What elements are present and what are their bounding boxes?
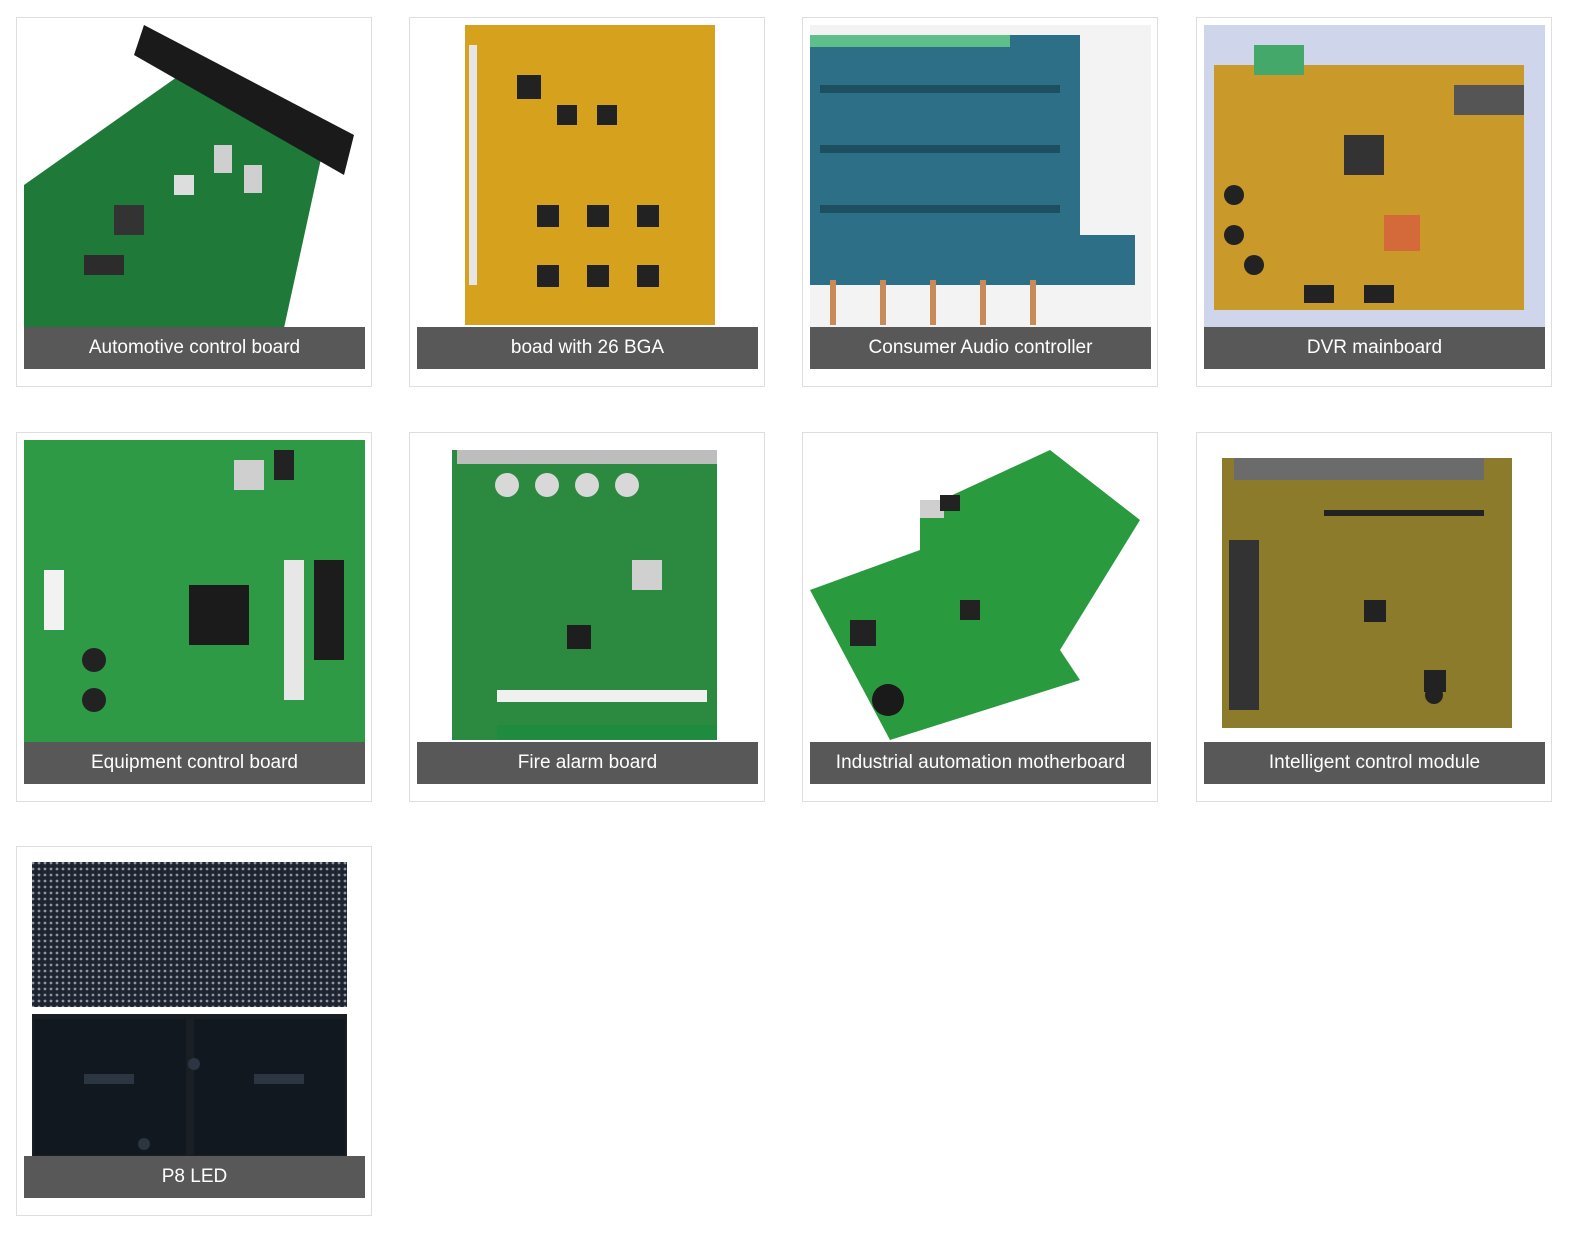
pcb-photo-icon [24, 25, 365, 328]
product-card[interactable]: boad with 26 BGA [409, 17, 765, 387]
product-caption[interactable]: boad with 26 BGA [417, 327, 758, 369]
product-photo[interactable] [810, 25, 1151, 328]
product-card[interactable]: Intelligent control module [1196, 432, 1552, 802]
pcb-photo-icon [417, 440, 758, 743]
pcb-photo-icon [810, 25, 1151, 328]
product-photo[interactable] [24, 440, 365, 743]
product-card[interactable]: Automotive control board [16, 17, 372, 387]
product-caption[interactable]: Automotive control board [24, 327, 365, 369]
product-card[interactable]: Fire alarm board [409, 432, 765, 802]
pcb-photo-icon [810, 440, 1151, 743]
led-panel-photo-icon [24, 854, 365, 1157]
product-photo[interactable] [24, 854, 365, 1157]
product-photo[interactable] [417, 25, 758, 328]
product-caption[interactable]: Fire alarm board [417, 742, 758, 784]
pcb-photo-icon [1204, 440, 1545, 743]
product-card[interactable]: Industrial automation motherboard [802, 432, 1158, 802]
product-photo[interactable] [1204, 25, 1545, 328]
pcb-photo-icon [24, 440, 365, 743]
product-caption[interactable]: P8 LED [24, 1156, 365, 1198]
pcb-photo-icon [417, 25, 758, 328]
product-caption[interactable]: DVR mainboard [1204, 327, 1545, 369]
product-card[interactable]: Consumer Audio controller [802, 17, 1158, 387]
product-card[interactable]: DVR mainboard [1196, 17, 1552, 387]
product-card[interactable]: P8 LED [16, 846, 372, 1216]
pcb-photo-icon [1204, 25, 1545, 328]
product-photo[interactable] [24, 25, 365, 328]
product-caption[interactable]: Consumer Audio controller [810, 327, 1151, 369]
product-photo[interactable] [810, 440, 1151, 743]
product-photo[interactable] [1204, 440, 1545, 743]
product-caption[interactable]: Equipment control board [24, 742, 365, 784]
product-card[interactable]: Equipment control board [16, 432, 372, 802]
product-caption[interactable]: Intelligent control module [1204, 742, 1545, 784]
product-photo[interactable] [417, 440, 758, 743]
product-caption[interactable]: Industrial automation motherboard [810, 742, 1151, 784]
